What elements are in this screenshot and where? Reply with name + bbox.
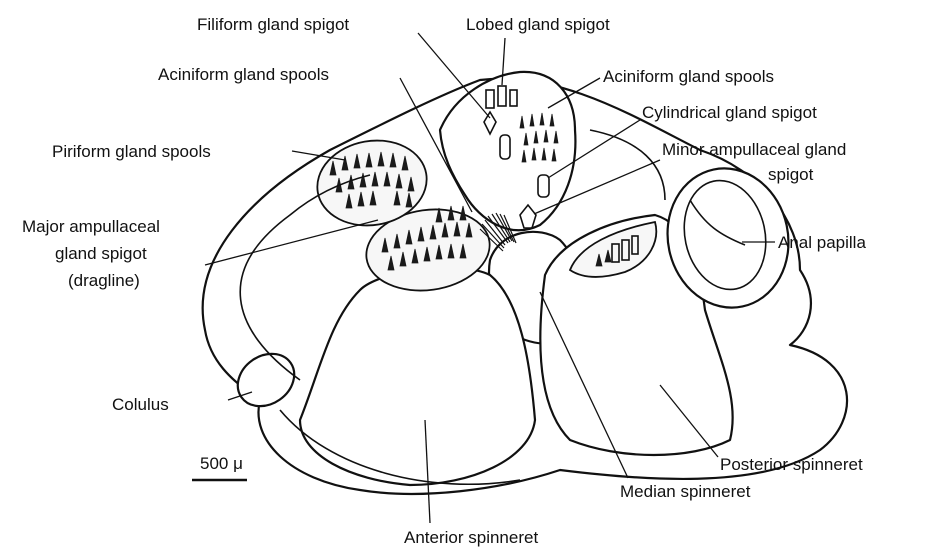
label-lobed-gland-spigot: Lobed gland spigot: [466, 15, 610, 34]
label-major-ampullaceal-line2: gland spigot: [55, 244, 147, 263]
label-minor-ampullaceal-line2: spigot: [768, 165, 814, 184]
label-aciniform-gland-spools-left: Aciniform gland spools: [158, 65, 329, 84]
label-scale-bar: 500 μ: [200, 454, 243, 473]
label-anal-papilla: Anal papilla: [778, 233, 866, 252]
label-major-ampullaceal-line1: Major ampullaceal: [22, 217, 160, 236]
label-colulus: Colulus: [112, 395, 169, 414]
label-anterior-spinneret: Anterior spinneret: [404, 528, 538, 547]
label-filiform-gland-spigot: Filiform gland spigot: [197, 15, 349, 34]
label-aciniform-gland-spools-right: Aciniform gland spools: [603, 67, 774, 86]
label-median-spinneret: Median spinneret: [620, 482, 751, 501]
label-piriform-gland-spools: Piriform gland spools: [52, 142, 211, 161]
spinneret-illustration: [203, 72, 847, 494]
label-major-ampullaceal-line3: (dragline): [68, 271, 140, 290]
label-cylindrical-gland-spigot: Cylindrical gland spigot: [642, 103, 817, 122]
label-posterior-spinneret: Posterior spinneret: [720, 455, 863, 474]
label-minor-ampullaceal-line1: Minor ampullaceal gland: [662, 140, 846, 159]
